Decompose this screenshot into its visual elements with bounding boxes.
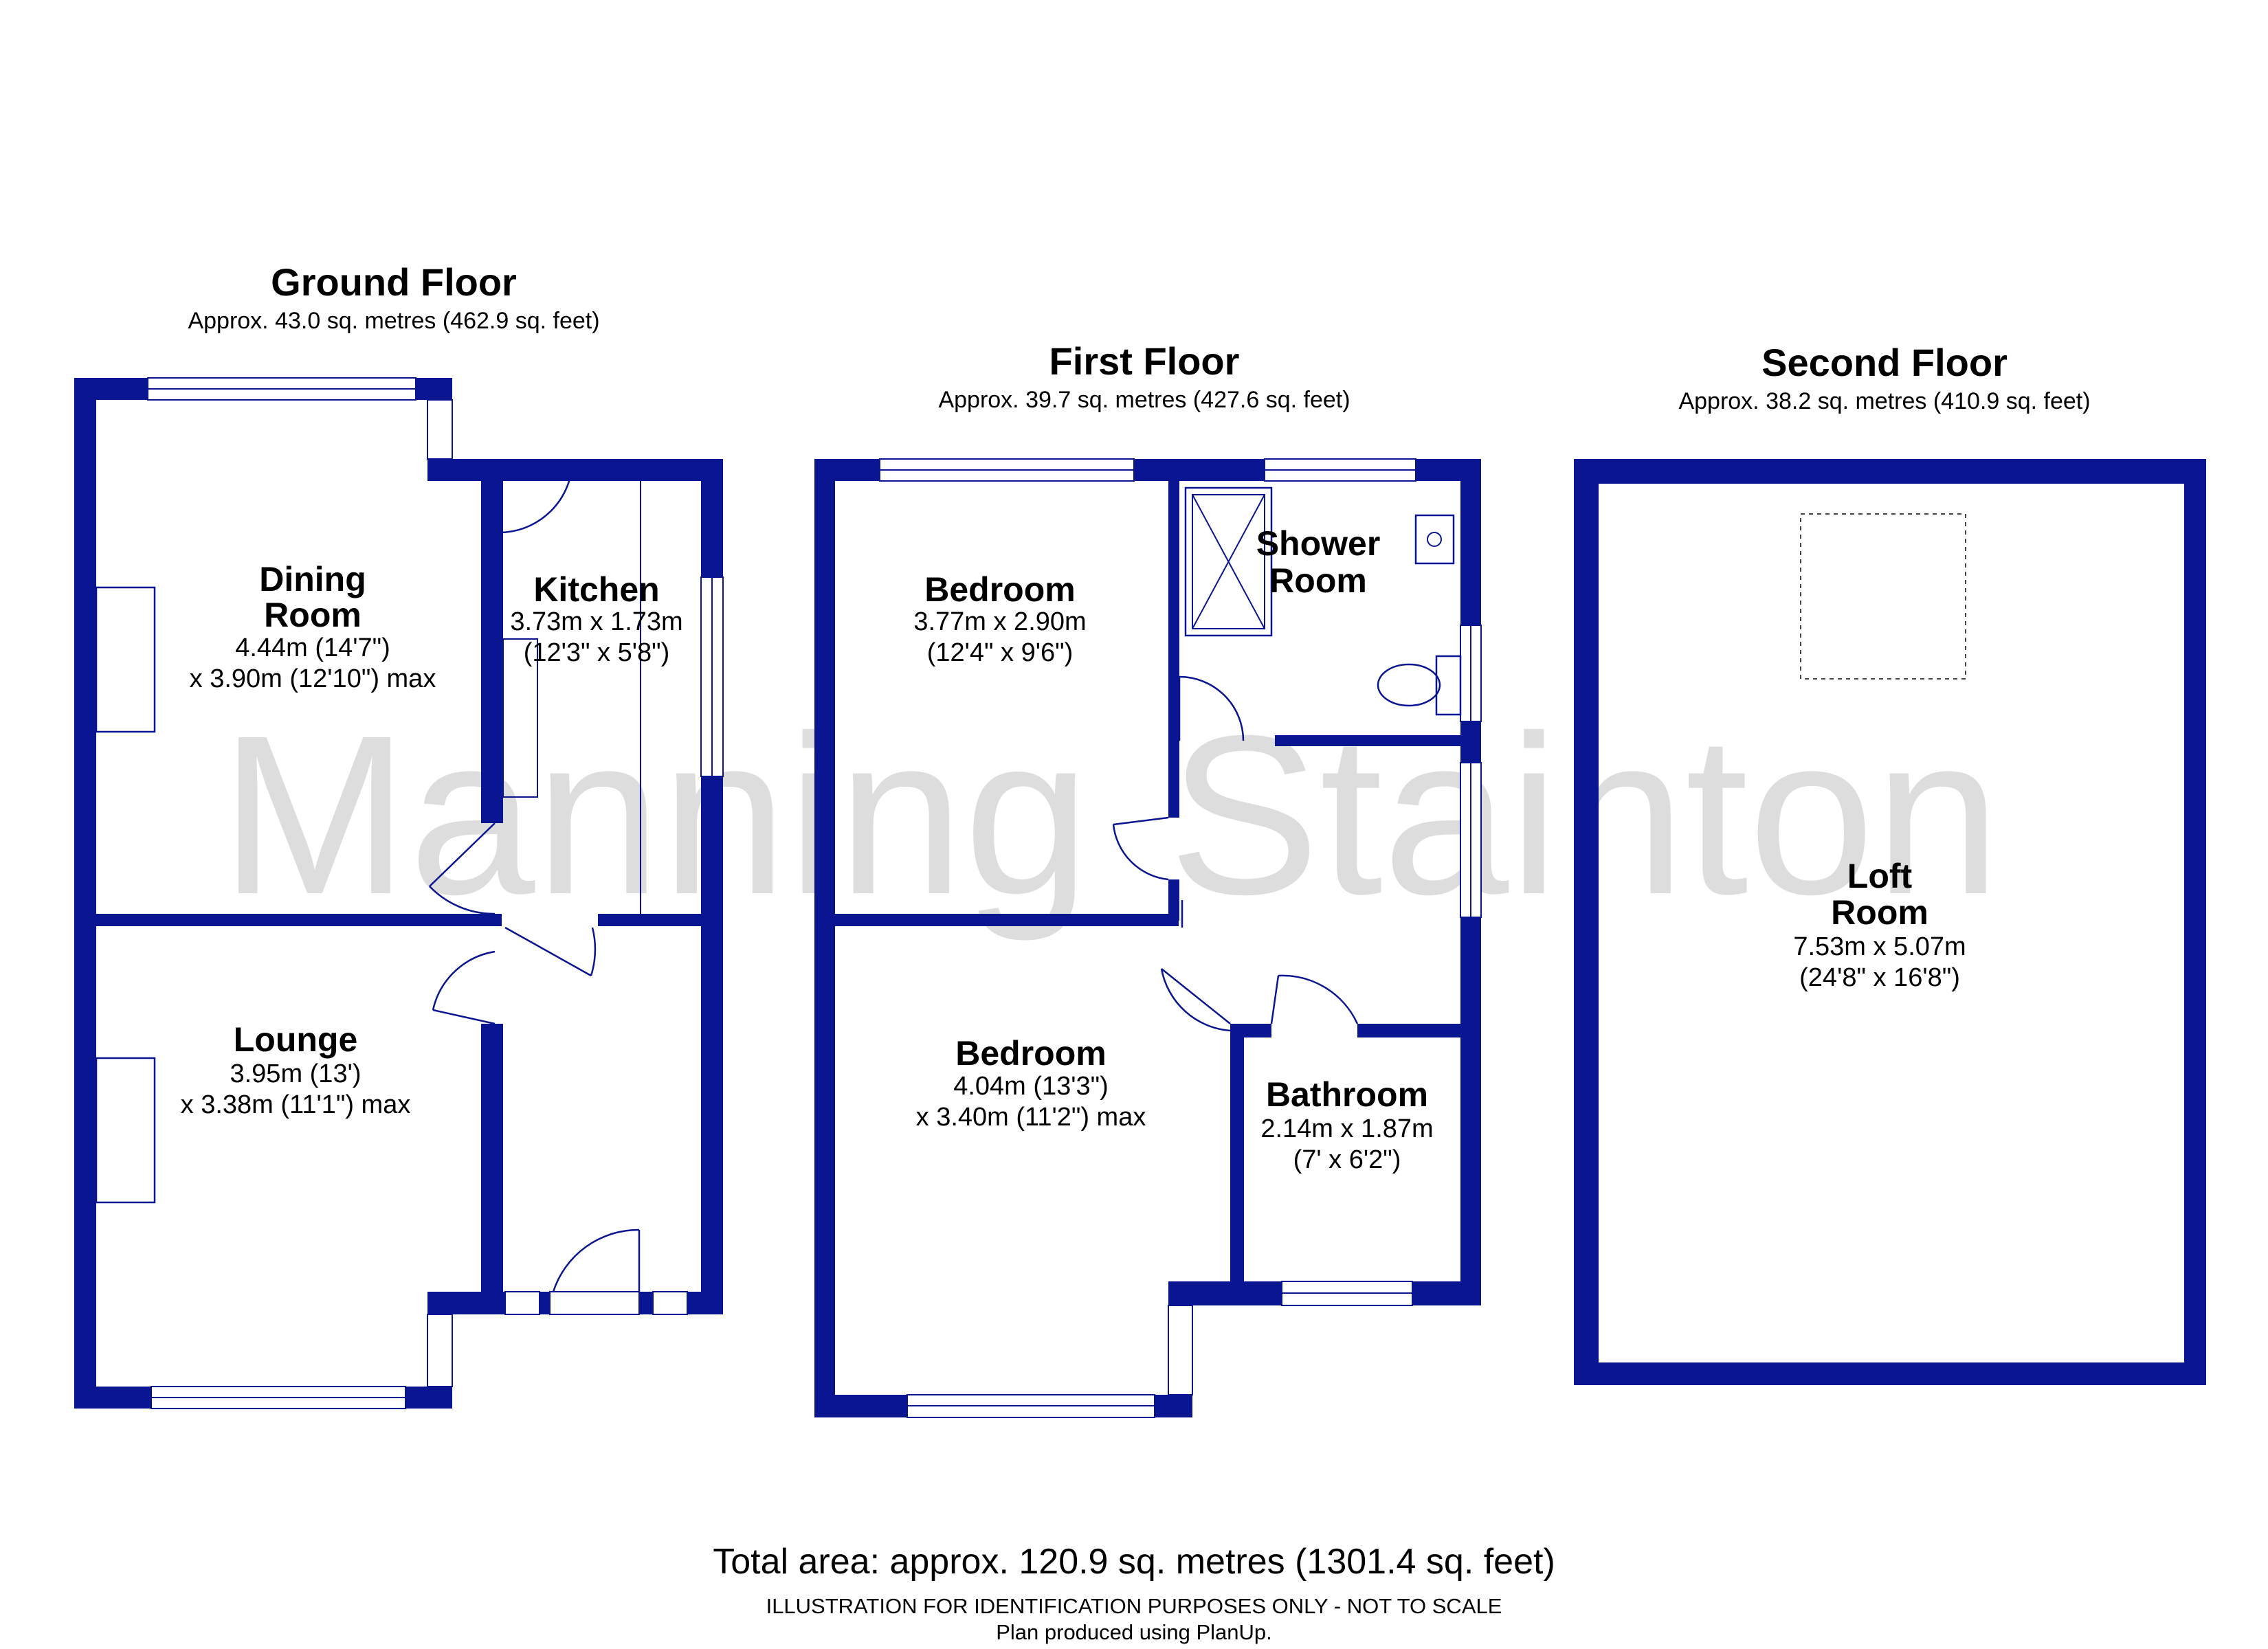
roof-skylight <box>1800 513 1966 680</box>
room-dimensions: 4.44m (14'7") <box>235 633 390 662</box>
first-floor-plan: First Floor Approx. 39.7 sq. metres (427… <box>814 339 1482 1418</box>
wall <box>2184 459 2206 1385</box>
wall <box>1168 879 1179 921</box>
wall <box>1230 1024 1271 1037</box>
room-dimensions: x 3.90m (12'10") max <box>190 664 436 693</box>
room-name: Dining <box>259 560 366 598</box>
kitchen-counter <box>502 638 538 798</box>
room-dimensions: x 3.40m (11'2") max <box>916 1103 1146 1132</box>
wall <box>74 378 96 1409</box>
wall <box>1574 459 2206 484</box>
front-door <box>549 1229 641 1315</box>
ground-floor-area: Approx. 43.0 sq. metres (462.9 sq. feet) <box>188 308 599 334</box>
wall <box>481 459 723 481</box>
room-dimensions: (12'3" x 5'8") <box>524 638 670 667</box>
room-name: Room <box>264 596 362 634</box>
room-name: Bathroom <box>1266 1075 1428 1114</box>
wall <box>1230 1024 1244 1281</box>
second-floor-area: Approx. 38.2 sq. metres (410.9 sq. feet) <box>1678 388 2090 414</box>
window <box>427 399 453 460</box>
room-name: Bedroom <box>924 570 1075 609</box>
second-floor-title: Second Floor <box>1761 341 2008 384</box>
wall <box>835 914 1179 926</box>
window <box>652 1291 688 1315</box>
disclaimer: ILLUSTRATION FOR IDENTIFICATION PURPOSES… <box>766 1594 1502 1618</box>
watermark-manning: Manning <box>220 688 1090 943</box>
room-dimensions: (7' x 6'2") <box>1293 1145 1401 1174</box>
door <box>498 458 574 534</box>
wall <box>96 914 502 926</box>
wall <box>1168 481 1179 818</box>
room-dimensions: 3.95m (13') <box>230 1059 361 1088</box>
room-dimensions: (24'8" x 16'8") <box>1799 963 1960 992</box>
ground-floor-title: Ground Floor <box>271 260 517 304</box>
second-floor-plan: Second Floor Approx. 38.2 sq. metres (41… <box>1574 341 2206 1385</box>
wash-basin <box>1414 514 1455 565</box>
room-name: Room <box>1269 561 1367 600</box>
room-name: Room <box>1831 893 1928 932</box>
door <box>1270 974 1359 1024</box>
chimney-breast <box>95 586 156 733</box>
room-dimensions: 4.04m (13'3") <box>953 1072 1109 1101</box>
room-name: Bedroom <box>955 1034 1106 1073</box>
room-dimensions: 7.53m x 5.07m <box>1793 932 1966 961</box>
wall <box>1275 735 1460 746</box>
wall <box>1574 1362 2206 1385</box>
door <box>1112 816 1169 881</box>
room-dimensions: 3.77m x 2.90m <box>913 607 1086 636</box>
wall <box>481 1024 503 1314</box>
door <box>504 926 597 977</box>
chimney-breast <box>95 1057 156 1204</box>
wall <box>814 459 835 1417</box>
toilet <box>1377 655 1462 716</box>
wall <box>1357 1024 1460 1037</box>
window <box>1168 1305 1193 1395</box>
room-name: Kitchen <box>533 570 659 609</box>
total-area: Total area: approx. 120.9 sq. metres (13… <box>713 1542 1555 1582</box>
room-name: Lounge <box>234 1020 358 1059</box>
credit: Plan produced using PlanUp. <box>996 1620 1272 1644</box>
window <box>427 1314 453 1387</box>
room-dimensions: 3.73m x 1.73m <box>510 607 682 636</box>
door <box>1178 675 1245 741</box>
window <box>504 1291 540 1315</box>
room-name: Loft <box>1847 857 1913 895</box>
first-floor-area: Approx. 39.7 sq. metres (427.6 sq. feet) <box>938 387 1350 413</box>
first-floor-title: First Floor <box>1049 339 1240 383</box>
wall <box>598 914 701 926</box>
room-dimensions: (12'4" x 9'6") <box>927 638 1074 667</box>
door <box>1160 900 1231 1032</box>
wall <box>1574 459 1599 1385</box>
room-dimensions: x 3.38m (11'1") max <box>181 1090 411 1119</box>
shower-tray <box>1184 486 1273 637</box>
door <box>432 950 496 1025</box>
door <box>429 822 496 915</box>
ground-floor-plan: Ground Floor Approx. 43.0 sq. metres (46… <box>74 260 724 1409</box>
footer: Total area: approx. 120.9 sq. metres (13… <box>713 1542 1555 1644</box>
room-dimensions: 2.14m x 1.87m <box>1260 1114 1433 1143</box>
room-name: Shower <box>1256 524 1381 563</box>
